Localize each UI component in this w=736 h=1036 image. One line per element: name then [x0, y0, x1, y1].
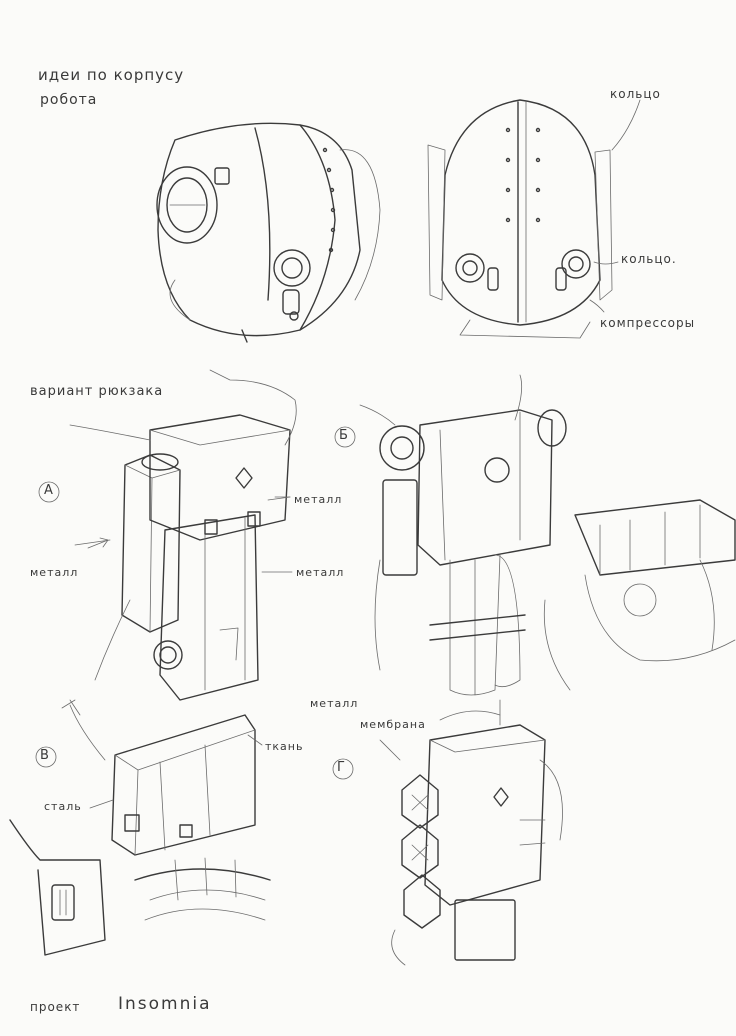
- label-ring-top: кольцо: [610, 87, 661, 101]
- backpack-variant-a-sketch: [69, 369, 297, 701]
- arrow-metal-top: [267, 496, 291, 501]
- backpack-variant-v-sketch: [61, 699, 271, 921]
- title-line-2: робота: [40, 92, 98, 108]
- arrow-metal-left: [87, 537, 109, 549]
- arrow-fabric: [247, 734, 263, 746]
- label-metal-a-mid: металл: [296, 566, 345, 579]
- label-steel: сталь: [44, 800, 82, 813]
- variant-marker-a: А: [44, 483, 54, 498]
- label-metal-a-left: металл: [30, 566, 79, 579]
- label-compressors: компрессоры: [600, 316, 696, 330]
- variant-marker-g: Г: [337, 760, 346, 775]
- robot-shoulder-sketch: [543, 499, 736, 691]
- label-membrane: мембрана: [360, 718, 426, 731]
- robot-head-side-sketch: [156, 122, 381, 343]
- variant-a-circle: [38, 481, 60, 503]
- variant-v-circle: [35, 746, 57, 768]
- label-backpack-variants: вариант рюкзака: [30, 384, 164, 399]
- title-line-1: идеи по корпусу: [38, 66, 185, 84]
- variant-g-circle: [332, 758, 354, 780]
- project-prefix: проект: [30, 1000, 81, 1014]
- label-ring-mid: кольцо.: [621, 252, 677, 266]
- backpack-variant-b-sketch: [359, 374, 567, 696]
- label-metal-a-top: металл: [294, 493, 343, 506]
- label-fabric: ткань: [265, 740, 304, 753]
- variant-b-circle: [334, 426, 356, 448]
- backpack-variant-g-sketch: [379, 699, 563, 966]
- variant-marker-b: Б: [339, 428, 349, 443]
- arrow-steel: [89, 799, 114, 809]
- variant-marker-v: В: [40, 748, 50, 763]
- strap-buckle-sketch: [9, 819, 106, 956]
- project-name: Insomnia: [118, 994, 212, 1014]
- label-metal-b-bottom: металл: [310, 697, 359, 710]
- robot-head-back-sketch: [427, 99, 641, 339]
